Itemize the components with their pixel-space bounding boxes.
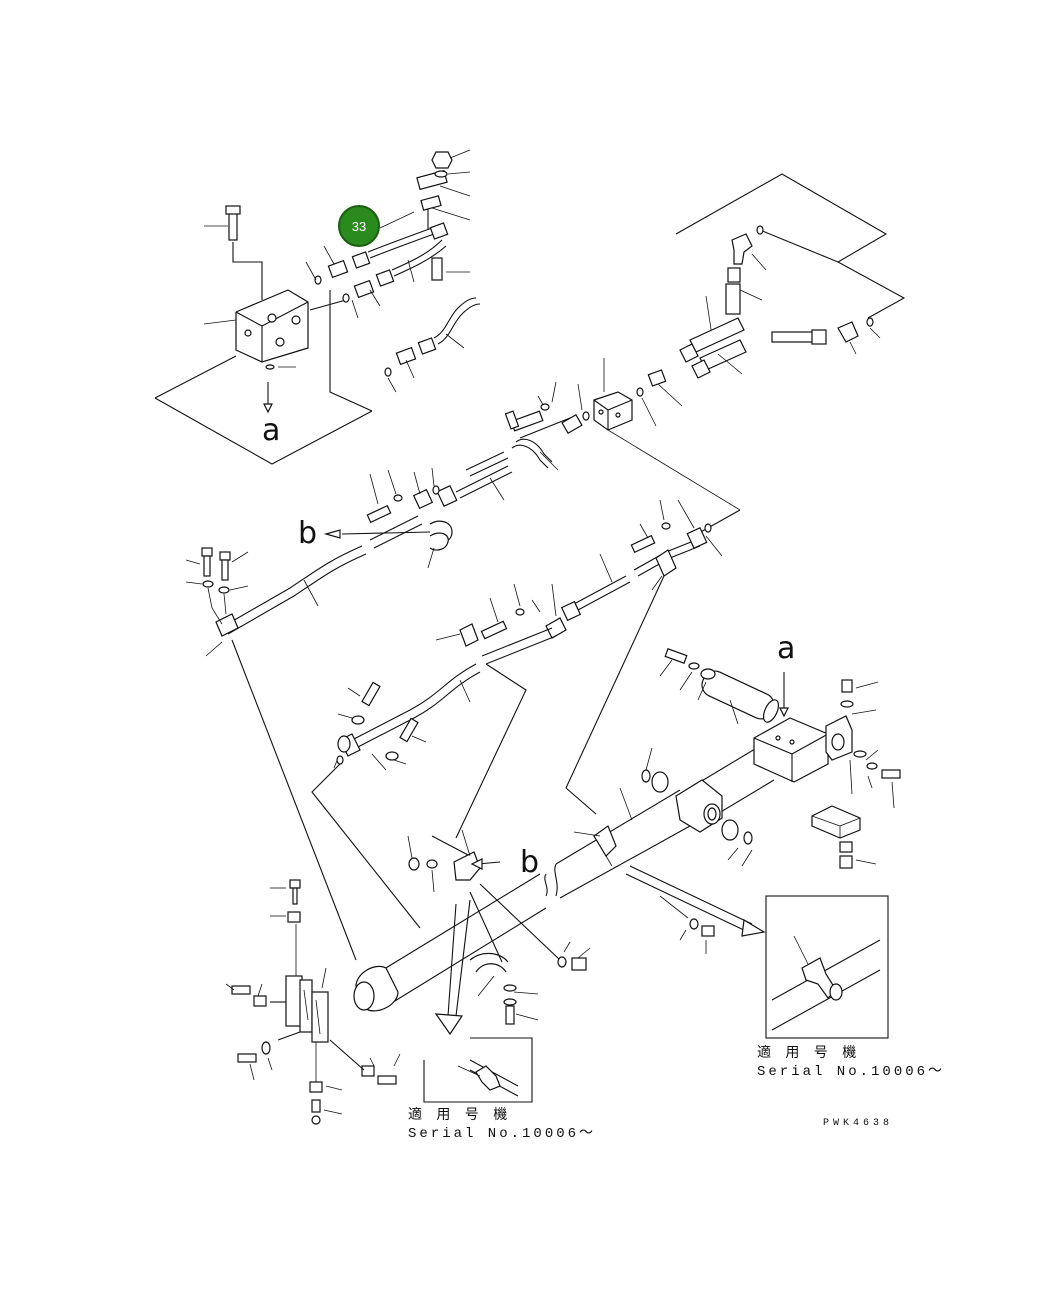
inset-right-applicable: 適 用 号 機 xyxy=(757,1046,860,1062)
inset-left-box xyxy=(423,1037,533,1103)
inset-right-box xyxy=(765,895,889,1039)
main-axle-housing xyxy=(353,648,901,1012)
callout-33-marker[interactable]: 33 xyxy=(338,205,380,247)
arrow-right-inset xyxy=(625,865,766,954)
view-label-b-right: b xyxy=(520,845,540,880)
bracket-assembly xyxy=(225,879,401,1125)
fittings-upper-left xyxy=(305,149,481,393)
fittings-upper-right xyxy=(593,173,906,539)
drawing-code: PWK4638 xyxy=(823,1118,894,1129)
view-label-a-bottom: a xyxy=(777,631,796,666)
pipe-left-long xyxy=(185,515,423,961)
callout-leader xyxy=(379,211,415,229)
inset-left-applicable: 適 用 号 機 xyxy=(408,1108,511,1124)
view-label-b-left: b xyxy=(298,516,318,551)
valve-block-assembly xyxy=(154,205,373,465)
clamp-assembly xyxy=(407,825,617,1036)
inset-left-serial: Serial No.10006～ xyxy=(408,1126,597,1142)
pipe-middle-upper xyxy=(323,381,590,569)
pipe-middle-lower xyxy=(311,499,723,929)
inset-right-serial: Serial No.10006～ xyxy=(757,1064,946,1080)
view-label-a-top: a xyxy=(262,413,281,448)
